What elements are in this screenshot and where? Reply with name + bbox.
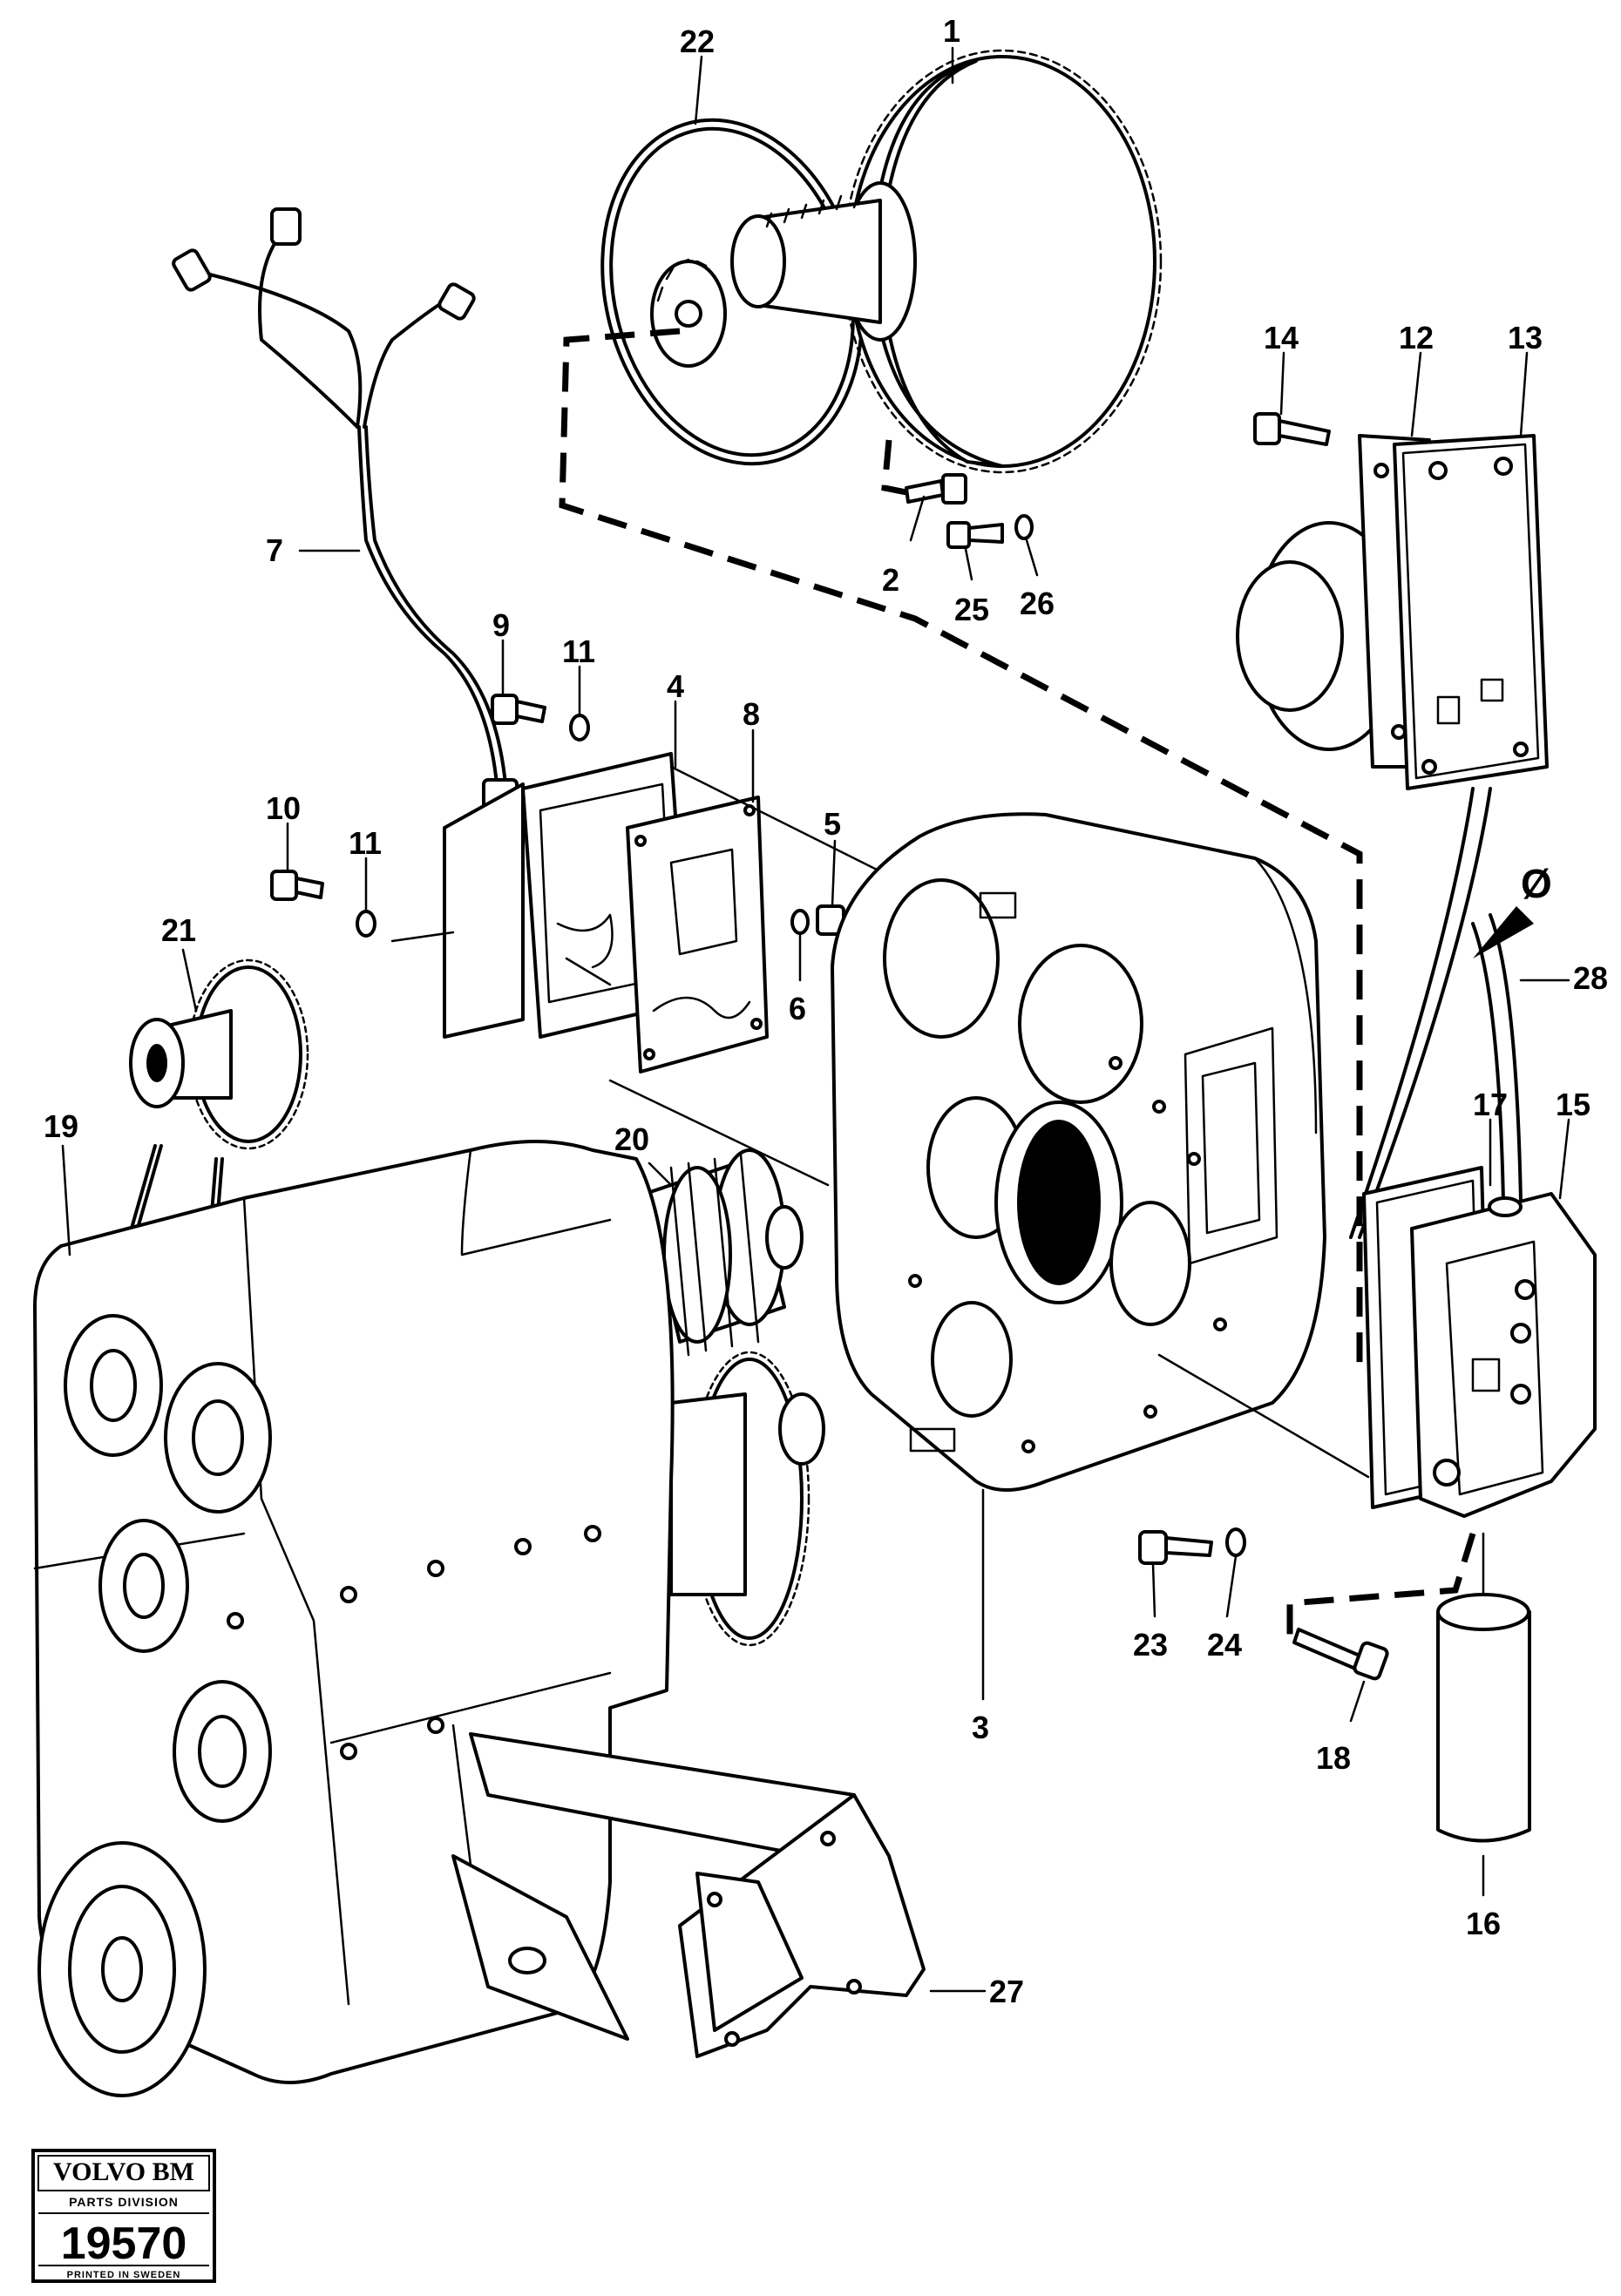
part-16-filter [1436,1532,1531,1843]
callout-11a: 11 [562,633,595,669]
part-15-valve-block [1410,1192,1597,1518]
part-10-bolt [270,870,324,901]
part-6-washer [790,909,810,935]
callout-10: 10 [266,790,301,826]
part-13-gasket-cover [1393,434,1549,790]
callout-20: 20 [614,1121,649,1157]
callout-labels: 1 22 2 25 26 7 9 11 4 8 10 11 5 6 3 14 1… [44,13,1608,2009]
part-19-transmission-housing [33,1140,675,2097]
pump-connection-line [1349,787,1492,1239]
assembly-line-valve [390,765,891,1187]
part-3-pump-housing [831,812,1326,1492]
callout-19: 19 [44,1108,78,1144]
callout-15: 15 [1556,1087,1590,1122]
part-9-bolt [491,694,546,725]
part-27-mounting-bracket [451,1732,926,2058]
callout-3: 3 [972,1710,989,1745]
part-8-gasket [626,796,769,1073]
callout-7: 7 [266,532,283,568]
callout-5: 5 [824,806,841,842]
callout-8: 8 [743,696,760,732]
part-2-bolt [905,473,967,505]
callout-21: 21 [161,912,196,948]
part-23-bolt [1138,1530,1213,1565]
stamp-number: 19570 [61,2218,187,2269]
callout-1: 1 [943,13,960,49]
assembly-line-converter [559,328,1363,1368]
assembly-line-valve-block [1157,1353,1370,1479]
stamp-printed: PRINTED IN SWEDEN [67,2270,181,2280]
part-11-washer-lower [356,910,376,938]
callout-2: 2 [882,562,899,598]
volvo-bm-stamp: VOLVO BM PARTS DIVISION 19570 PRINTED IN… [31,2149,216,2283]
callout-25: 25 [954,592,989,627]
callout-23: 23 [1133,1627,1168,1663]
callout-13: 13 [1508,320,1543,356]
part-20-gear-shafts [643,1148,825,1647]
assembly-line-filter [1286,1532,1476,1638]
stamp-division: PARTS DIVISION [69,2195,179,2209]
callout-12: 12 [1399,320,1434,356]
callout-27: 27 [989,1974,1024,2009]
part-26-washer [1014,514,1034,540]
part-1-torque-converter [650,49,1163,474]
callout-14: 14 [1264,320,1299,356]
callout-9: 9 [492,607,510,643]
assembly-line-bolt [881,439,907,496]
callout-16: 16 [1466,1906,1501,1941]
callout-11b: 11 [349,825,382,861]
callout-22: 22 [680,24,715,59]
part-25-bolt [946,521,1004,549]
part-28-pipe [1471,906,1534,1204]
callout-24: 24 [1207,1627,1242,1663]
part-14-bolt [1253,412,1331,446]
callout-17: 17 [1473,1087,1508,1122]
part-18-bolt [1292,1628,1389,1681]
part-7-wiring-harness [172,207,519,812]
callout-28: 28 [1573,960,1608,996]
callout-18: 18 [1316,1740,1351,1776]
callout-4: 4 [667,668,684,704]
part-11-washer-upper [569,714,590,742]
leader-lines [61,46,1570,1993]
callout-6: 6 [789,991,806,1026]
stamp-brand: VOLVO BM [53,2157,194,2186]
callout-26: 26 [1020,586,1055,621]
diameter-symbol: Ø [1521,861,1552,906]
part-21-gear [129,958,309,1150]
part-24-washer [1225,1527,1246,1557]
